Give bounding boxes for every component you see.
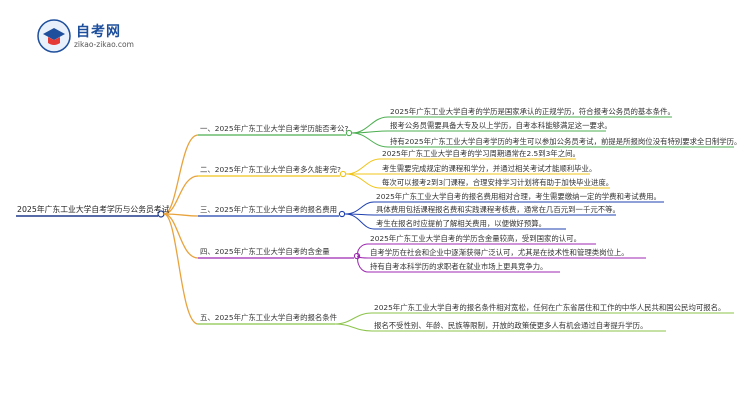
leaf-4-2: 自考学历在社会和企业中逐渐获得广泛认可，尤其是在技术性和管理类岗位上。 bbox=[370, 248, 629, 257]
branch-3-title: 三、2025年广东工业大学自考的报名费用 bbox=[200, 205, 338, 214]
connector-leaf-1-1 bbox=[351, 116, 389, 134]
branch-5-title: 五、2025年广东工业大学自考的报名条件 bbox=[200, 313, 338, 322]
leaf-2-2: 考生需要完成规定的课程和学分，并通过相关考试才能顺利毕业。 bbox=[382, 164, 597, 173]
leaf-2-1: 2025年广东工业大学自考的学习周期通常在2.5到3年之间。 bbox=[382, 149, 580, 158]
branch-4-title: 四、2025年广东工业大学自考的含金量 bbox=[200, 247, 330, 256]
leaf-2-3: 每次可以报考2到3门课程，合理安排学习计划将有助于加快毕业进度。 bbox=[382, 178, 614, 187]
leaf-3-2: 具体费用包括课程报名费和实践课程考核费，通常在几百元到一千元不等。 bbox=[376, 205, 620, 214]
logo-url: zikao-zikao.com bbox=[74, 40, 134, 49]
connector-leaf-5-2 bbox=[334, 323, 373, 332]
leaf-3-1: 2025年广东工业大学自考的报名费用相对合理，考生需要缴纳一定的学费和考试费用。 bbox=[376, 192, 661, 201]
branch-3-dot bbox=[338, 210, 346, 218]
leaf-4-3: 持有自考本科学历的求职者在就业市场上更具竞争力。 bbox=[370, 262, 548, 271]
connector-leaf-2-3 bbox=[345, 173, 381, 189]
connector-leaf-1-3 bbox=[351, 132, 389, 148]
connector-branch-4 bbox=[163, 213, 199, 259]
connector-branch-1 bbox=[163, 134, 199, 215]
branch-2-title: 二、2025年广东工业大学自考多久能考完? bbox=[200, 165, 341, 174]
connector-branch-3 bbox=[163, 213, 199, 217]
leaf-1-2: 报考公务员需要具备大专及以上学历，自考本科能够满足这一要求。 bbox=[390, 121, 612, 130]
connector-branch-5 bbox=[163, 213, 199, 325]
connector-leaf-2-1 bbox=[345, 158, 381, 175]
connector-leaf-4-3 bbox=[357, 255, 369, 273]
branch-1-title: 一、2025年广东工业大学自考学历能否考公? bbox=[200, 124, 349, 133]
branch-2-dot bbox=[339, 170, 347, 178]
graduation-cap-icon bbox=[37, 19, 71, 53]
connector-branch-2 bbox=[163, 175, 199, 215]
connector-leaf-5-1 bbox=[334, 312, 373, 325]
connector-leaf-3-1 bbox=[344, 201, 375, 215]
branch-1-dot bbox=[345, 129, 353, 137]
leaf-3-3: 考生在报名时应提前了解相关费用，以便做好预算。 bbox=[376, 219, 546, 228]
site-logo[interactable]: 自考网 zikao-zikao.com bbox=[36, 18, 146, 58]
leaf-1-1: 2025年广东工业大学自考的学历是国家承认的正规学历，符合报考公务员的基本条件。 bbox=[390, 107, 675, 116]
connector-leaf-3-3 bbox=[344, 213, 375, 230]
logo-name: 自考网 bbox=[76, 24, 121, 40]
leaf-5-2: 报名不受性别、年龄、民族等限制，开放的政策使更多人有机会通过自考提升学历。 bbox=[374, 321, 648, 330]
leaf-5-1: 2025年广东工业大学自考的报名条件相对宽松，任何在广东省居住和工作的中华人民共… bbox=[374, 303, 726, 312]
mindmap-root: 2025年广东工业大学自考学历与公务员考试 bbox=[17, 205, 170, 214]
leaf-1-3: 持有2025年广东工业大学自考学历的考生可以参加公务员考试，前提是所报岗位没有特… bbox=[390, 137, 742, 146]
leaf-4-1: 2025年广东工业大学自考的学历含金量较高，受到国家的认可。 bbox=[370, 234, 581, 243]
